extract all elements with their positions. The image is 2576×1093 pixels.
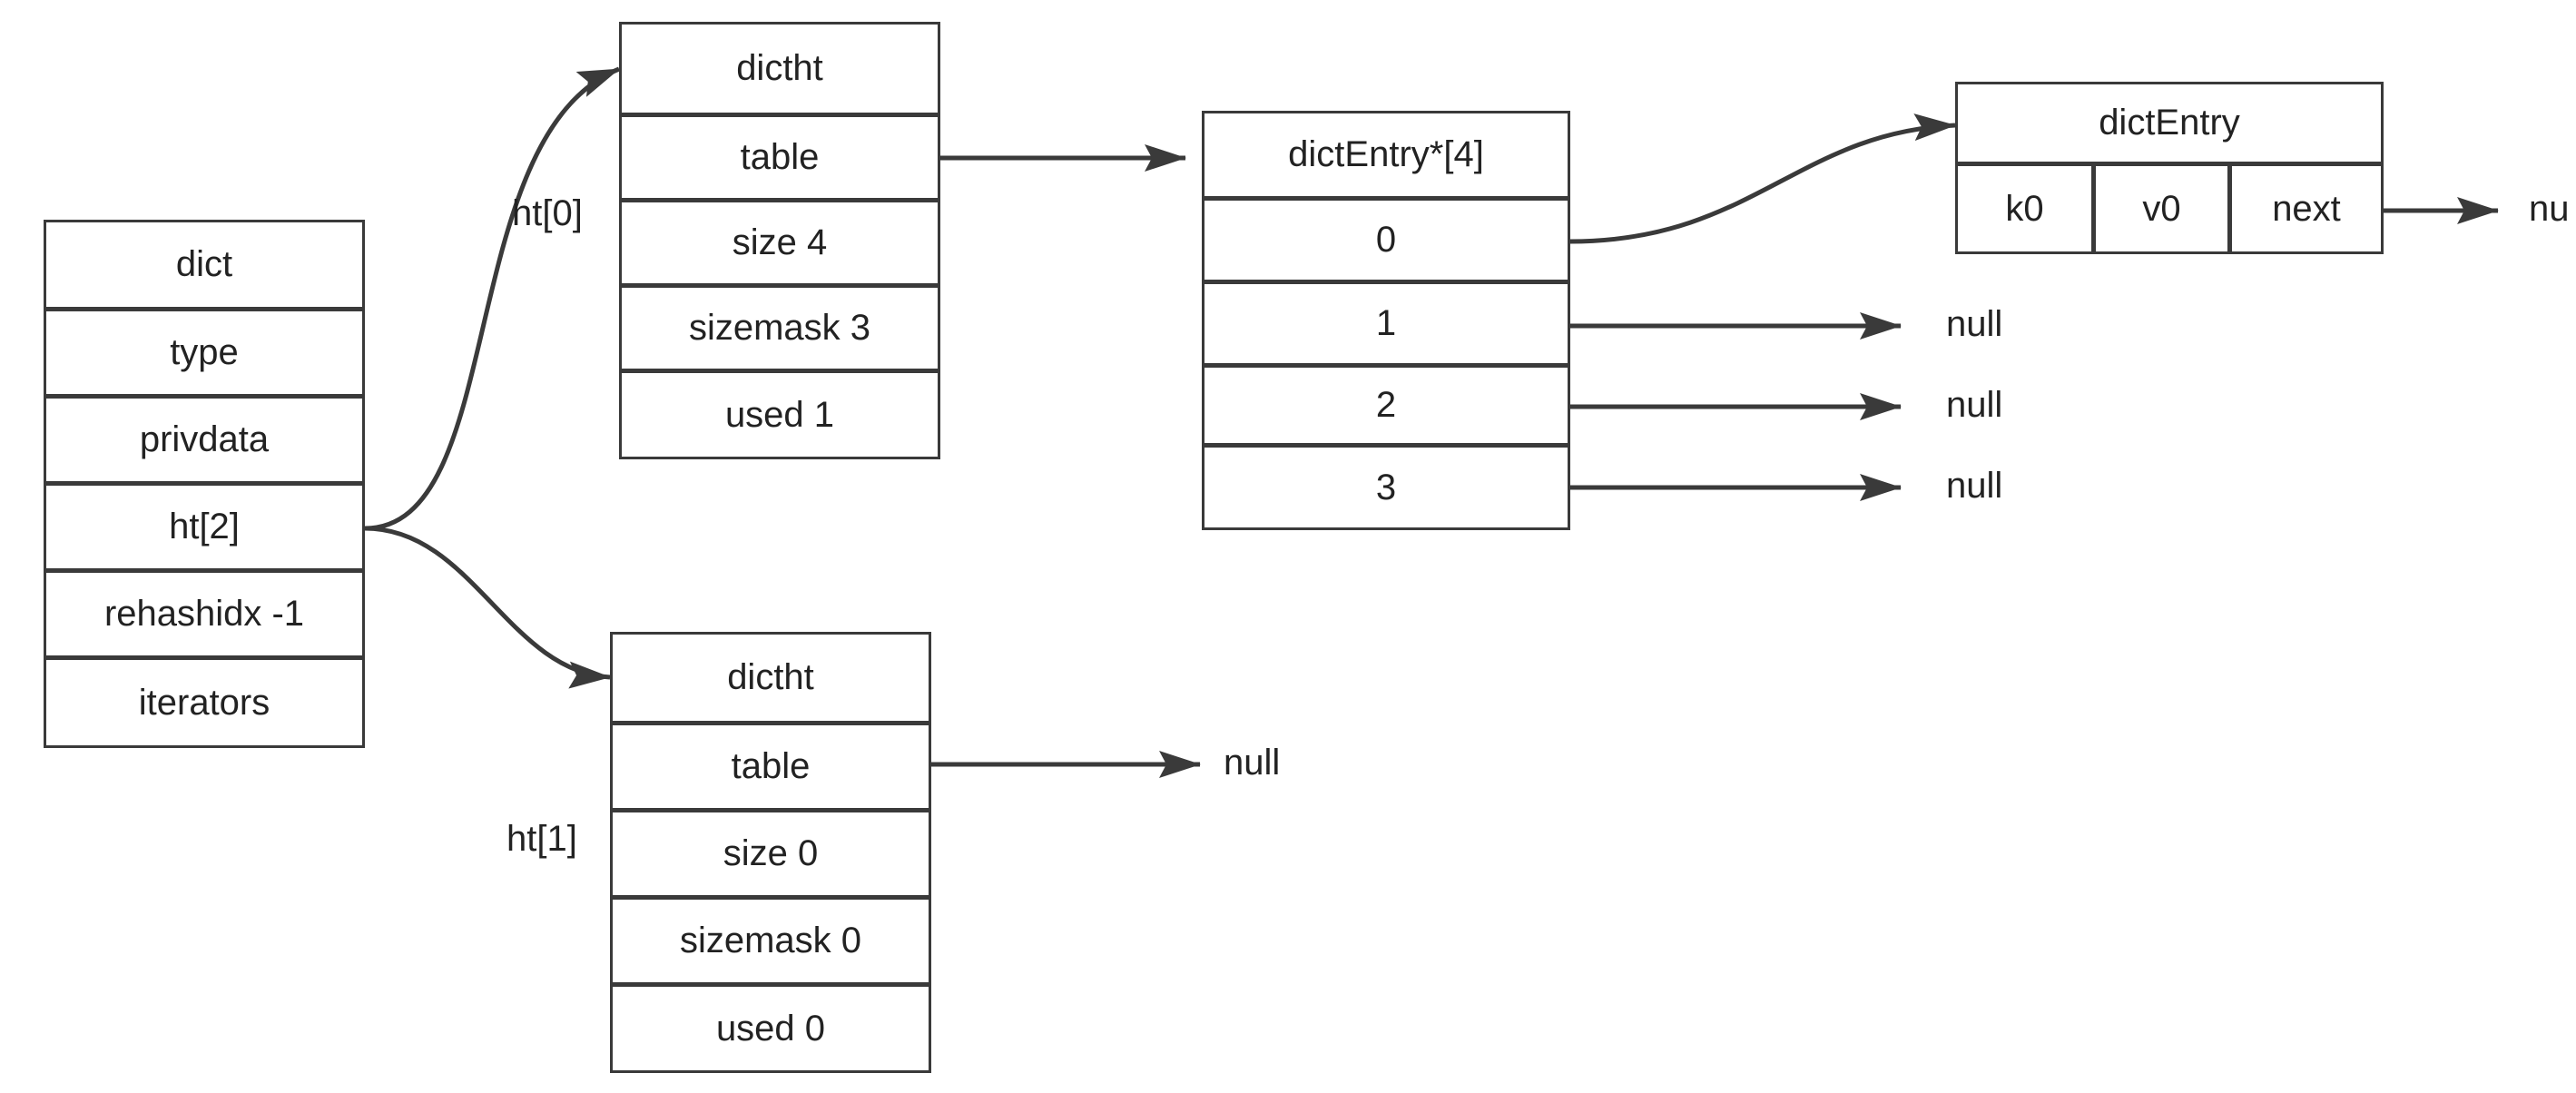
ht1-label: ht[1] bbox=[506, 819, 577, 859]
ht0-field: used 1 bbox=[724, 394, 835, 435]
dictentry-node: dictEntry k0 v0 next bbox=[1955, 82, 2384, 254]
dictentry-fields: k0 v0 next bbox=[1958, 166, 2381, 251]
dictentry-title: dictEntry bbox=[1958, 84, 2381, 166]
dict-field: iterators bbox=[138, 682, 270, 723]
edge-dict-to-ht1 bbox=[364, 526, 611, 689]
dict-field: privdata bbox=[46, 399, 362, 486]
ht0-field: sizemask 3 bbox=[622, 288, 938, 373]
ht1-table-null-label: null bbox=[1224, 743, 1281, 783]
ht1-field: size 0 bbox=[613, 812, 929, 900]
ht0-field: dictht bbox=[622, 25, 938, 117]
dictentry-array: dictEntry*[4] 0 1 2 3 bbox=[1202, 111, 1570, 530]
ht0-label: ht[0] bbox=[512, 193, 583, 233]
array-slot: 1 bbox=[1204, 284, 1568, 368]
dictentry-value: v0 bbox=[2096, 166, 2232, 251]
array-slot: 0 bbox=[1204, 201, 1568, 284]
dict-field: ht[2] bbox=[46, 486, 362, 573]
edge-dict-to-ht0 bbox=[364, 66, 620, 531]
ht0-field: size 4 bbox=[622, 202, 938, 288]
array-slot: 2 bbox=[1204, 368, 1568, 448]
ht1-field: dictht bbox=[613, 635, 929, 725]
slot1-null-label: null bbox=[1946, 304, 2003, 344]
slot3-null-label: null bbox=[1946, 466, 2003, 506]
entry-next-null-label: nu bbox=[2529, 189, 2570, 229]
dict-struct: dict type privdata ht[2] rehashidx -1 it… bbox=[44, 220, 365, 748]
dict-field: dict bbox=[46, 222, 362, 311]
ht0-field: table bbox=[622, 117, 938, 202]
ht1-dictht: dictht table size 0 sizemask 0 used 0 bbox=[610, 632, 931, 1073]
dict-field: rehashidx -1 bbox=[46, 573, 362, 660]
array-header: dictEntry*[4] bbox=[1204, 113, 1568, 201]
dictentry-key: k0 bbox=[1958, 166, 2096, 251]
array-slot: 3 bbox=[1375, 467, 1397, 507]
dict-field: type bbox=[46, 311, 362, 399]
ht1-field: table bbox=[613, 725, 929, 812]
ht1-field: sizemask 0 bbox=[613, 900, 929, 987]
ht1-field: used 0 bbox=[715, 1008, 826, 1049]
ht0-dictht: dictht table size 4 sizemask 3 used 1 bbox=[619, 22, 940, 459]
edge-slot0-to-entry bbox=[1569, 113, 1956, 244]
slot2-null-label: null bbox=[1946, 385, 2003, 425]
dictentry-next: next bbox=[2272, 188, 2341, 229]
